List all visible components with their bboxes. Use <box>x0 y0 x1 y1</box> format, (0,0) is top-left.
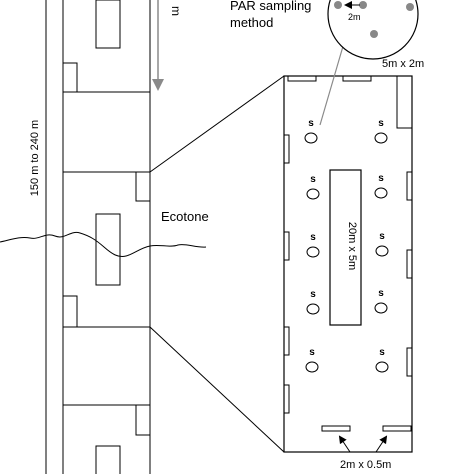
sampling-point-label: s <box>308 118 314 129</box>
transect-length-label: 150 m to 240 m <box>29 120 41 196</box>
sampling-point-label: s <box>310 289 316 300</box>
central-size-label: 20m x 5m <box>346 222 358 270</box>
sampling-point-label: s <box>379 231 385 242</box>
bottom-size-label: 2m x 0.5m <box>340 459 391 471</box>
subplot-side <box>283 231 290 261</box>
sampling-point-marker <box>374 132 388 144</box>
top-m-label: m <box>169 6 183 16</box>
par-title-line2: method <box>230 15 273 30</box>
zoom-line-bottom <box>149 326 285 453</box>
edge-plot <box>62 295 78 328</box>
sampling-point-marker <box>306 188 320 200</box>
sampling-point-marker <box>375 245 389 257</box>
ecotone-label: Ecotone <box>161 209 209 224</box>
bottom-arrow-left <box>338 435 351 453</box>
par-dot <box>370 30 378 38</box>
sampling-point-marker <box>304 132 318 144</box>
sampling-point-label: s <box>379 347 385 358</box>
subplot-bottom <box>321 425 351 432</box>
edge-plot <box>62 62 78 93</box>
sampling-point-marker <box>305 361 319 373</box>
ecotone-line <box>0 231 207 257</box>
subplot-side <box>406 347 413 377</box>
sampling-point-marker <box>374 187 388 199</box>
sampling-points: s s s s s s s s s s <box>304 118 389 373</box>
sampling-point-label: s <box>310 174 316 185</box>
central-rectangle <box>329 169 362 326</box>
sampling-point-label: s <box>378 118 384 129</box>
subplot-corner <box>396 75 413 129</box>
sampling-point-label: s <box>310 232 316 243</box>
subplot-size-label: 5m x 2m <box>382 58 424 70</box>
sampling-point-marker <box>306 303 320 315</box>
subplot-top <box>342 75 372 82</box>
par-sampling-circle <box>327 0 419 60</box>
edge-plot <box>135 171 151 202</box>
central-plot <box>95 0 121 49</box>
sampling-point-marker <box>374 302 388 314</box>
bottom-arrow-right <box>375 435 388 453</box>
central-plot <box>95 445 121 474</box>
sampling-point-label: s <box>378 173 384 184</box>
central-plot <box>95 213 121 286</box>
edge-plot <box>135 404 151 436</box>
subplot-side <box>283 134 290 164</box>
subplot-side <box>406 171 413 201</box>
subplot-side <box>283 326 290 356</box>
par-dot <box>406 3 414 11</box>
sampling-point-marker <box>375 361 389 373</box>
par-title-line1: PAR sampling <box>230 0 311 13</box>
par-dot <box>334 1 342 9</box>
subplot-side <box>283 384 290 414</box>
sampling-point-marker <box>306 246 320 258</box>
zoom-line-top <box>149 75 285 173</box>
par-dot <box>359 1 367 9</box>
par-connector-arrow <box>319 33 349 126</box>
subplot-top <box>287 75 317 82</box>
subplot-bottom <box>382 425 412 432</box>
sampling-point-label: s <box>378 288 384 299</box>
subplot-side <box>406 249 413 279</box>
par-spacing-label: 2m <box>348 12 361 22</box>
sampling-point-label: s <box>309 347 315 358</box>
